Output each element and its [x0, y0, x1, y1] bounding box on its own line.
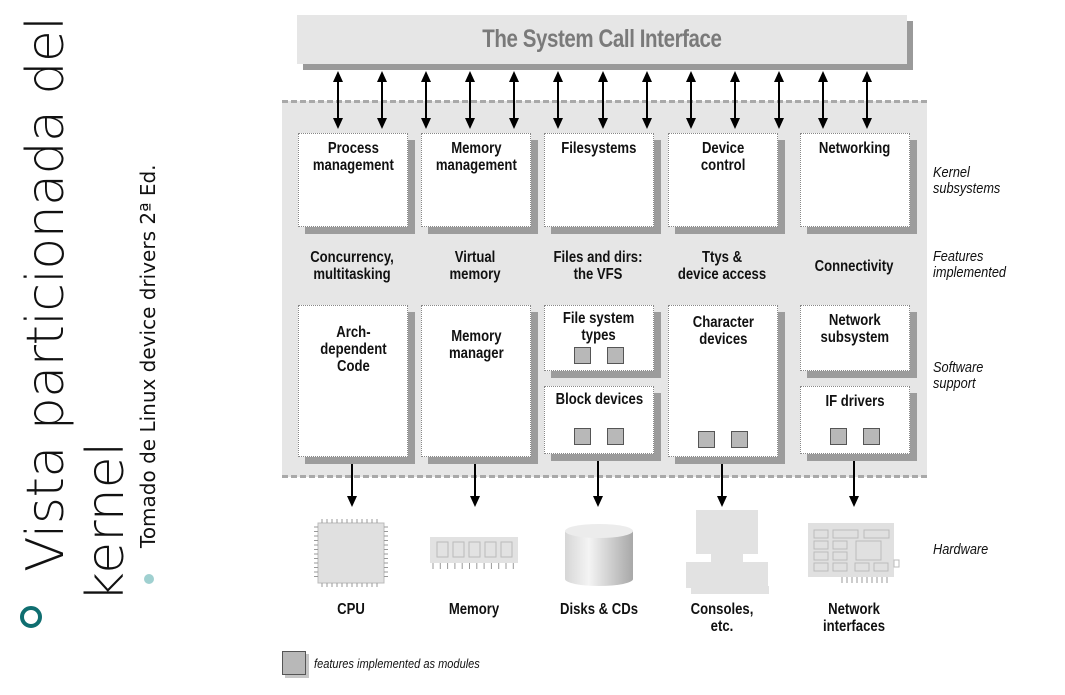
syscall-arrow-head-down [598, 118, 608, 129]
syscall-arrow-head-up [686, 71, 696, 82]
feature-tty-device-access: Ttys & device access [677, 249, 767, 283]
legend: features implemented as modules [282, 651, 509, 675]
subsystem-label: Device control [700, 140, 746, 174]
console-computer-icon [686, 510, 769, 594]
module-icon [574, 428, 591, 445]
subsystem-filesystems: Filesystems [544, 133, 654, 227]
hardware-label-cpu: CPU [337, 601, 365, 618]
support-block-devices: Block devices [544, 386, 654, 454]
row-label-features-implemented: Features implemented [933, 248, 1007, 281]
hardware-arrow-head [470, 496, 480, 507]
feature-virtual-memory: Virtual memory [449, 249, 501, 283]
support-network-subsystem: Network subsystem [800, 305, 910, 371]
support-label: Character devices [692, 314, 754, 348]
syscall-arrow-head-down [730, 118, 740, 129]
disk-cylinder-icon [565, 524, 633, 586]
support-if-drivers: IF drivers [800, 386, 910, 454]
support-memory-manager: Memory manager [421, 305, 531, 457]
hardware-label-consoles: Consoles, etc. [690, 601, 754, 635]
subsystem-process-management: Process management [298, 133, 408, 227]
subsystem-label: Networking [819, 140, 891, 157]
syscall-arrow-head-down [509, 118, 519, 129]
feature-concurrency: Concurrency, multitasking [310, 249, 394, 283]
hardware-label-disks: Disks & CDs [559, 601, 639, 618]
support-file-system-types: File system types [544, 305, 654, 371]
row-label-hardware: Hardware [933, 541, 989, 558]
support-arch-dependent-code: Arch- dependent Code [298, 305, 408, 457]
feature-vfs: Files and dirs: the VFS [553, 249, 643, 283]
module-icon [830, 428, 847, 445]
syscall-arrow-head-up [862, 71, 872, 82]
module-icon [863, 428, 880, 445]
cpu-chip-icon [314, 519, 388, 587]
syscall-arrow-head-up [377, 71, 387, 82]
hardware-label-memory: Memory [448, 601, 500, 618]
support-label: Block devices [555, 391, 643, 408]
support-label: Arch- dependent Code [319, 324, 387, 375]
syscall-arrow-head-down [642, 118, 652, 129]
slide-title-area: Vista particionada del kernel Tomado de … [0, 0, 260, 695]
syscall-arrow-head-up [421, 71, 431, 82]
support-label: File system types [563, 310, 635, 344]
subsystem-networking: Networking [800, 133, 910, 227]
module-icon [574, 347, 591, 364]
syscall-arrow-head-down [421, 118, 431, 129]
syscall-arrow-head-up [774, 71, 784, 82]
syscall-arrow-head-up [818, 71, 828, 82]
memory-module-icon [430, 537, 518, 569]
hardware-label-network-interfaces: Network interfaces [823, 601, 885, 635]
kernel-bottom-boundary [282, 475, 927, 478]
syscall-arrow-head-down [818, 118, 828, 129]
syscall-arrow-head-up [465, 71, 475, 82]
syscall-arrow-head-down [862, 118, 872, 129]
syscall-arrow-head-up [553, 71, 563, 82]
module-icon [731, 431, 748, 448]
subsystem-label: Memory management [435, 140, 517, 174]
kernel-top-boundary [282, 100, 927, 103]
syscall-arrow-head-down [333, 118, 343, 129]
subsystem-memory-management: Memory management [421, 133, 531, 227]
network-card-icon [808, 523, 900, 583]
feature-connectivity: Connectivity [814, 258, 894, 275]
legend-label: features implemented as modules [314, 655, 480, 671]
syscall-arrow-head-down [553, 118, 563, 129]
system-call-interface: The System Call Interface [297, 15, 907, 64]
syscall-arrow-head-up [730, 71, 740, 82]
syscall-arrow-head-up [509, 71, 519, 82]
syscall-arrow-head-down [686, 118, 696, 129]
module-legend-icon [282, 651, 306, 675]
subsystem-label: Filesystems [561, 140, 637, 157]
row-label-kernel-subsystems: Kernel subsystems [933, 164, 1001, 197]
title-bullet-icon [20, 606, 42, 628]
hardware-arrow-head [347, 496, 357, 507]
hardware-arrow-head [717, 496, 727, 507]
syscall-arrow-head-down [774, 118, 784, 129]
hardware-arrow-head [849, 496, 859, 507]
subsystem-label: Process management [312, 140, 394, 174]
support-label: Memory manager [448, 328, 504, 362]
syscall-arrow-head-up [642, 71, 652, 82]
support-character-devices: Character devices [668, 305, 778, 457]
system-call-interface-label: The System Call Interface [482, 25, 722, 53]
module-icon [607, 428, 624, 445]
syscall-arrow-head-down [465, 118, 475, 129]
hardware-arrow-head [593, 496, 603, 507]
support-label: Network subsystem [820, 312, 890, 346]
subtitle-bullet-icon [144, 574, 154, 584]
syscall-arrow-head-up [333, 71, 343, 82]
syscall-arrow-head-down [377, 118, 387, 129]
row-label-software-support: Software support [933, 359, 984, 392]
support-label: IF drivers [825, 393, 885, 410]
module-icon [607, 347, 624, 364]
module-icon [698, 431, 715, 448]
subsystem-device-control: Device control [668, 133, 778, 227]
syscall-arrow-head-up [598, 71, 608, 82]
